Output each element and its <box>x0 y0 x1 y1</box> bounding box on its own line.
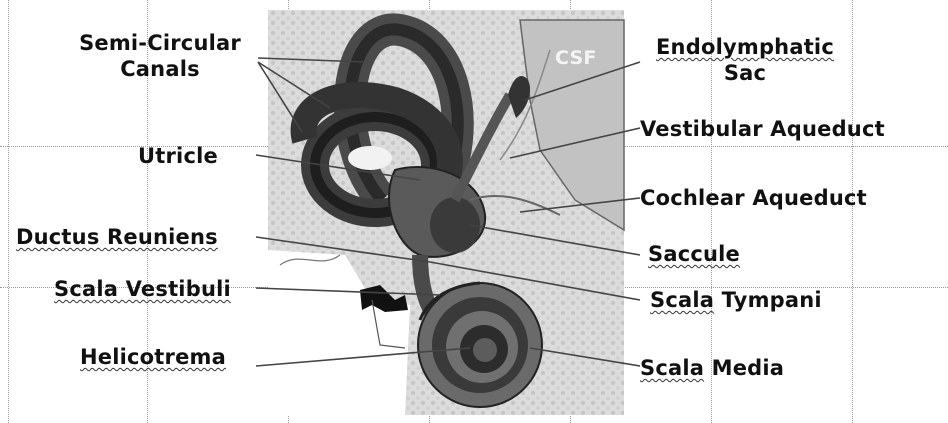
label-scala-media: Scala Media <box>640 355 784 381</box>
label-scala-vestibuli: Scala Vestibuli <box>54 276 231 302</box>
label-vestibular-aqueduct: Vestibular Aqueduct <box>640 116 885 142</box>
label-utricle: Utricle <box>138 143 218 169</box>
label-semi-circular-line1: Semi-Circular <box>62 30 258 56</box>
label-semi-circular-canals: Semi-Circular Canals <box>62 30 258 82</box>
label-cochlear-aqueduct: Cochlear Aqueduct <box>640 185 867 211</box>
label-helicotrema: Helicotrema <box>80 344 226 370</box>
label-scala-tympani: Scala Tympani <box>650 287 822 313</box>
canal-lumen <box>348 146 392 170</box>
label-csf: CSF <box>555 45 597 71</box>
label-scala-tympani-a: Scala <box>650 288 714 312</box>
cochlea-apex <box>473 338 497 362</box>
label-scala-media-b: Media <box>712 356 785 380</box>
label-ductus-reuniens: Ductus Reuniens <box>16 224 218 250</box>
label-semi-circular-line2: Canals <box>62 56 258 82</box>
label-scala-tympani-b: Tympani <box>722 288 822 312</box>
label-endolymphatic-line2: Sac <box>640 60 850 86</box>
label-endolymphatic-line1: Endolymphatic <box>640 34 850 60</box>
label-scala-media-a: Scala <box>640 356 704 380</box>
label-endolymphatic-sac: Endolymphatic Sac <box>640 34 850 86</box>
label-saccule: Saccule <box>648 241 740 267</box>
